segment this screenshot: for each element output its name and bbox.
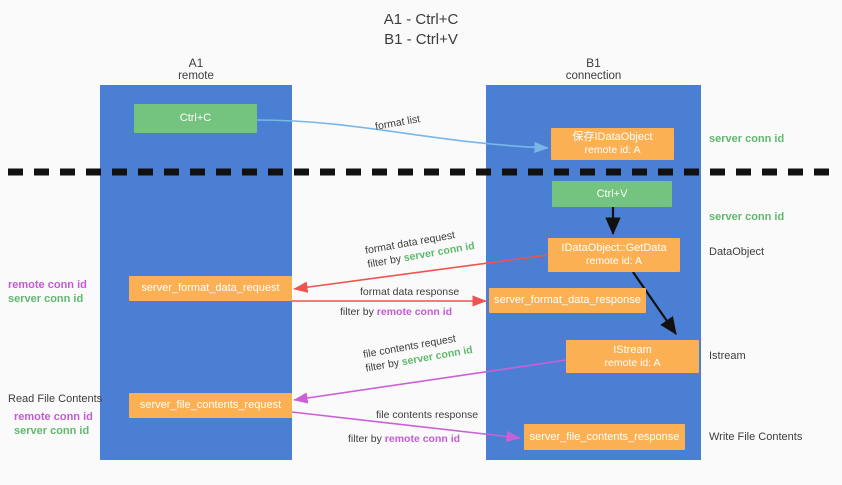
node-ctrl-c[interactable]: Ctrl+C xyxy=(134,104,257,133)
node-server-format-data-request-label: server_format_data_request xyxy=(141,282,280,294)
node-server-format-data-response-label: server_format_data_response xyxy=(494,294,641,306)
node-istream[interactable]: IStream remote id: A xyxy=(566,340,699,373)
legend-server-conn-id: server conn id xyxy=(8,292,84,305)
read-file-contents-text: Read File Contents xyxy=(8,393,103,405)
node-idataobject-getdata-label: IDataObject::GetData xyxy=(561,242,667,254)
node-server-format-data-response[interactable]: server_format_data_response xyxy=(489,288,646,313)
right-label-istream-text: Istream xyxy=(709,350,746,362)
right-label-write-file-contents-text: Write File Contents xyxy=(709,431,803,443)
node-ctrl-c-label: Ctrl+C xyxy=(179,112,212,124)
node-server-format-data-request[interactable]: server_format_data_request xyxy=(129,276,292,301)
arrow-file-contents-request xyxy=(293,359,567,404)
lane-header-b1-title: B1 xyxy=(586,56,601,70)
node-save-idataobject-label: 保存IDataObject xyxy=(572,131,653,143)
arrow-file-contents-response xyxy=(291,411,521,443)
edge-label-file-contents-response-text: file contents response xyxy=(376,409,479,421)
node-save-idataobject[interactable]: 保存IDataObject remote id: A xyxy=(551,128,674,160)
remote-conn-id-text: remote conn id xyxy=(376,306,453,318)
lane-header-b1: B1 connection xyxy=(486,57,701,83)
right-label-server-conn-id-second: server conn id xyxy=(709,210,784,224)
right-label-server-conn-id-top: server conn id xyxy=(709,132,784,146)
remote-conn-id-text: remote conn id xyxy=(384,433,461,445)
edge-label-format-data-response: format data response filter by remote co… xyxy=(340,285,459,319)
read-file-contents-label: Read File Contents xyxy=(8,393,102,405)
node-server-file-contents-request[interactable]: server_file_contents_request xyxy=(129,393,292,418)
right-label-server-conn-id-top-text: server conn id xyxy=(709,133,785,145)
node-ctrl-v[interactable]: Ctrl+V xyxy=(552,181,672,207)
node-server-file-contents-request-label: server_file_contents_request xyxy=(139,399,282,411)
legend-remote-conn-id: remote conn id xyxy=(14,411,93,423)
edge-label-file-contents-response-filter: filter by remote conn id xyxy=(348,422,478,446)
right-label-dataobject-text: DataObject xyxy=(709,246,765,258)
node-server-file-contents-response-label: server_file_contents_response xyxy=(529,430,680,443)
right-label-write-file-contents: Write File Contents xyxy=(709,431,802,443)
legend-conn-ids-top: remote conn id server conn id xyxy=(8,279,87,306)
legend-server-conn-id: server conn id xyxy=(14,424,90,437)
lane-header-a1: A1 remote xyxy=(100,57,292,83)
right-label-istream: Istream xyxy=(709,350,746,362)
legend-remote-conn-id: remote conn id xyxy=(8,279,87,291)
filter-by-text: filter by xyxy=(348,433,385,445)
node-save-idataobject-sublabel: remote id: A xyxy=(584,144,641,156)
node-server-file-contents-response[interactable]: server_file_contents_response xyxy=(524,424,685,450)
edge-label-format-data-response-filter: filter by remote conn id xyxy=(340,299,459,319)
right-label-dataobject: DataObject xyxy=(709,246,764,258)
edge-label-file-contents-response: file contents response filter by remote … xyxy=(348,408,478,446)
node-ctrl-v-label: Ctrl+V xyxy=(596,187,628,200)
lane-header-b1-subtitle: connection xyxy=(565,70,622,82)
arrow-format-data-request xyxy=(293,254,549,293)
lane-header-a1-title: A1 xyxy=(188,56,204,70)
node-idataobject-getdata[interactable]: IDataObject::GetData remote id: A xyxy=(548,238,680,272)
page-title: A1 - Ctrl+C B1 - Ctrl+V xyxy=(383,11,459,48)
filter-by-text: filter by xyxy=(340,306,377,318)
lane-header-a1-subtitle: remote xyxy=(178,70,214,82)
arrow-getdata-istream xyxy=(632,271,677,335)
node-idataobject-getdata-sublabel: remote id: A xyxy=(585,255,643,267)
edge-label-format-data-response-text: format data response xyxy=(360,286,460,298)
arrow-format-list xyxy=(256,119,549,154)
right-label-server-conn-id-second-text: server conn id xyxy=(709,211,785,223)
node-istream-label: IStream xyxy=(613,343,652,356)
legend-conn-ids-bottom: remote conn id server conn id xyxy=(14,411,93,438)
node-istream-sublabel: remote id: A xyxy=(604,356,661,369)
